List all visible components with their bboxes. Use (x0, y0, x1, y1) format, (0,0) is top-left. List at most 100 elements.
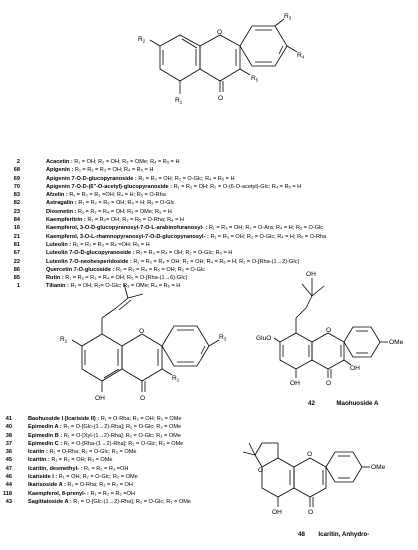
compound-number: 70 (13, 183, 20, 190)
substituent-description: R₁ = R₂ = R₃ = R₄ = OH; R₅ = O-[Rha-(1→6… (65, 275, 187, 282)
r2-label: R2 (138, 36, 146, 44)
o-ring-label: O (326, 327, 331, 334)
compound-number: 86 (13, 266, 20, 273)
r3-label: R3 (219, 334, 227, 342)
compound-name: Diosmetin : (46, 208, 77, 215)
substituent-description: R₁ = R₃ = OH; R₂ = O-(6-O-acetyl)-Glc; R… (173, 183, 302, 190)
caption-maohuoside-a: 42 Maohuoside A (308, 400, 378, 407)
compound-entry: Apigenin 7-O-D-(6"-O-acetyl)-glucopyrano… (46, 183, 301, 191)
compound-row: 70 Apigenin 7-O-D-(6"-O-acetyl)-glucopyra… (0, 183, 418, 191)
compound-name: Icaritin, desmethyl- : (28, 465, 83, 472)
r1-label: R1 (175, 97, 183, 105)
compound-entry: Icariin : R₁ = O-Rha; R₂ = O-Glc; R₃ = O… (28, 448, 136, 456)
substituent-description: R₁ = R₂ = R₃ = OH; R₄ = H; R₅ = O-Glc (78, 200, 175, 207)
compound-name: Apigenin 7-O-D-glucopyranoside : (46, 175, 137, 182)
compound-number: 69 (13, 175, 20, 182)
compound-number: 84 (13, 217, 20, 224)
compound-number: 118 (2, 490, 12, 497)
oh-c-label: OH (350, 365, 360, 372)
compound-entry: Luteolin 7-O-D-glucopyranoside : R₁ = R₃… (46, 249, 232, 257)
substituent-description: R₁ = O-[Rha-(1→2)-Rha]; R₂ = O-Glc; R₃ =… (63, 440, 184, 447)
compound-number: 37 (5, 440, 12, 447)
compound-name: Luteolin 7-O-D-glucopyranoside : (46, 250, 135, 257)
oh-label: OH (95, 395, 105, 402)
substituent-description: R₁ = OH; R₂ = OH; R₃ = OMe; R₄ = R₅ = H (74, 159, 180, 165)
o-keto-label: O (218, 95, 223, 102)
compound-row: 69 Apigenin 7-O-D-glucopyranoside : R₁ = … (0, 175, 418, 183)
substituent-description: R₁ = OH; R₂= O-Glc; R₃ = OMe; R₄ = R₅ = … (70, 283, 181, 290)
substituent-description: R₁ = O-Rha; R₂ = O-Glc; R₃ = OMe (49, 449, 137, 456)
structure-maohuoside-a: OH GluO O OMe O OH OH (256, 271, 404, 387)
compound-row: 84 Kaempferitrin : R₁ = R₃= OH; R₂ = R₅ =… (0, 216, 418, 224)
compound-name: Kaempferol, 3-O-D-glucopyranosyl-7-O-L-a… (46, 225, 208, 232)
substituent-description: R₁ = R₃= OH; R₂ = R₅ = O-Rha; R₄ = H (87, 217, 184, 224)
compound-name: Epimedin A : (28, 424, 62, 431)
compound-name: Astragalin : (46, 200, 77, 207)
substituent-description: R₁ = R₃ = R₄ = OH; R₂ = OH; R₄ = R₅ = H;… (133, 258, 299, 265)
substituent-description: R₁ = O-[Xyl-(1→2)-Rha]; R₂ = O-Glc; R₃ =… (63, 432, 181, 439)
compound-row: 37 Epimedin C : R₁ = O-[Rha-(1→2)-Rha]; R… (0, 440, 418, 448)
compound-name: Epimedin B : (28, 432, 63, 439)
substituent-description: R₁ = O-[Glc-(1→2)-Rha]; R₂ = O-Glc; R₃ =… (63, 424, 182, 431)
compound-name: Ikarisoside A : (28, 482, 66, 489)
compound-name: Tilianin : (46, 283, 69, 290)
compound-name: Apigenin : (46, 167, 74, 174)
compound-name: Kaempferol, 8-prenyl- : (28, 490, 89, 497)
compound-entry: Quercetin 7-O-glucoside : R₁ = R₃ = R₄ =… (46, 266, 205, 274)
compound-number: 44 (5, 482, 12, 489)
substituent-description: R₁ = R₂ = OH; R₃ = OMe (51, 457, 113, 464)
compound-row: 86 Quercetin 7-O-glucoside : R₁ = R₃ = R₄… (0, 266, 418, 274)
compound-number: 23 (13, 208, 20, 215)
substituent-description: R₁ = R₃ = OH; R₂ = O-Glc; R₄ = H; R₅ = O… (210, 233, 327, 240)
caption-number: 48 (298, 531, 305, 538)
compound-name: Epimedin C : (28, 440, 63, 447)
compound-name: Rutin : (46, 275, 64, 282)
compound-name: Acacetin : (46, 159, 73, 165)
ome-label: OMe (389, 339, 404, 346)
structure-flavone-generic: O O R2 R1 R5 R3 R4 (138, 13, 305, 105)
compound-number: 67 (13, 250, 20, 257)
compound-number: 1 (16, 283, 20, 290)
compound-number: 85 (13, 275, 20, 282)
compound-number: 81 (13, 241, 20, 248)
compound-number: 68 (13, 167, 20, 174)
substituent-description: R₁ = R₃ = OH; R₂ = O-Ara; R₄ = H; R₅ = O… (208, 225, 324, 232)
compound-name: Luteolin : (46, 241, 72, 248)
substituent-description: R₁ = R₂ = R₄ = OH; R₃ = OMe; R₅ = H (78, 208, 172, 215)
compound-entry: Epimedin A : R₁ = O-[Glc-(1→2)-Rha]; R₂ … (28, 423, 181, 431)
compound-number: 22 (13, 258, 20, 265)
substituent-description: R₁ = R₂ = R₃ = R₄ =OH; R₅ = H (72, 241, 150, 248)
structure-prenyl-flavonol: O O OH R2 R1 R3 (60, 283, 227, 402)
compound-entry: Tilianin : R₁ = OH; R₂= O-Glc; R₃ = OMe;… (46, 282, 180, 290)
compound-name: Sagittatoside A : (28, 498, 72, 505)
compound-entry: Icaritin, desmethyl- : R₁ = R₂ = R₃ =OH (28, 465, 128, 473)
r5-label: R5 (251, 75, 259, 83)
substituent-description: R₁ = O-[Glc-(1→2)-Rha]; R₂ = O-Glc; R₃ =… (73, 498, 192, 505)
r2-label: R2 (60, 336, 68, 344)
substituent-description: R₁ = R₂ = R₃ =OH (83, 465, 129, 472)
compound-entry: Diosmetin : R₁ = R₂ = R₄ = OH; R₃ = OMe;… (46, 208, 172, 216)
compound-entry: Baohuoside I (Icariside II) : R₁ = O-Rha… (28, 415, 182, 423)
compound-row: 85 Rutin : R₁ = R₂ = R₃ = R₄ = OH; R₅ = O… (0, 274, 418, 282)
compound-entry: Kaempferitrin : R₁ = R₃= OH; R₂ = R₅ = O… (46, 216, 184, 224)
compound-number: 36 (5, 449, 12, 456)
compound-name: Icariside I : (28, 474, 58, 481)
substituent-description: R₁ = O-Rha; R₂ = OH; R₃ = OMe (100, 416, 182, 422)
oh-label: OH (272, 509, 282, 516)
compound-entry: Apigenin 7-O-D-glucopyranoside : R₁ = R₃… (46, 175, 235, 183)
compound-entry: Kaempferol, 3-O-D-glucopyranosyl-7-O-L-a… (46, 224, 323, 232)
compound-name: Kaempferol, 3-O-L-rhamnopyranosyl-7-O-D-… (46, 233, 209, 240)
